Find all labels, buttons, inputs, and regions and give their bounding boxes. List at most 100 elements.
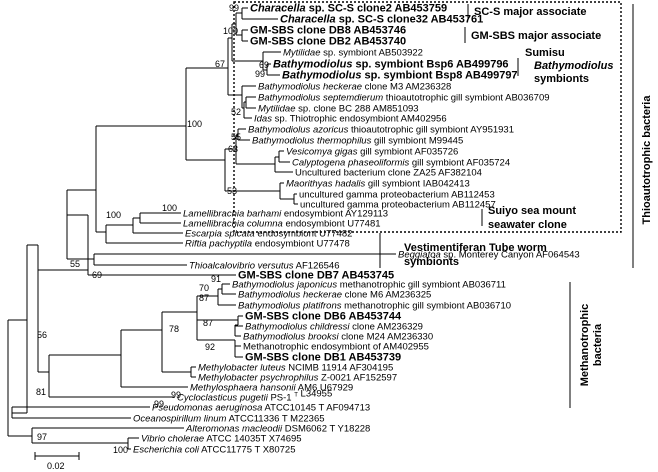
leaf-label-part: Characella xyxy=(280,14,336,26)
leaf-label-bsp8: Bathymodiolus sp. symbiont Bsp8 AB499797 xyxy=(282,70,518,82)
leaf-label-part: Uncultured bacterium clone ZA25 AF382104 xyxy=(295,168,482,179)
group-label-sumisu-2: Bathymodiolus xyxy=(534,60,613,72)
leaf-label-part: Escherichia coli xyxy=(133,445,200,456)
leaf-label-part: NCIMB 11914 AF304195 xyxy=(286,363,394,374)
leaf-label-part: Bathymodiolus childressi xyxy=(245,322,350,333)
leaf-label-pseu: Pseudomonas aeruginosa ATCC10145 T AF094… xyxy=(152,403,370,414)
leaf-label-part: Thioalcalovibrio versutus xyxy=(189,261,294,272)
bootstrap-value: 99 xyxy=(171,390,181,400)
leaf-label-myt1: Mytilidae sp. symbiont AB503922 xyxy=(283,48,423,59)
leaf-label-part: Bathymodiolus platifrons xyxy=(238,301,342,312)
group-label-vestimentiferan-1: Vestimentiferan Tube worm xyxy=(404,242,547,254)
bootstrap-value: 63 xyxy=(228,144,238,154)
leaf-label-char32: Characella sp. SC-S clone32 AB453761 xyxy=(280,14,483,26)
leaf-label-japo: Bathymodiolus japonicus methanotrophic g… xyxy=(232,280,506,291)
leaf-label-vibr: Vibrio cholerae ATCC 14035T X74695 xyxy=(141,434,302,445)
leaf-label-part: sp. SC-S clone32 AB453761 xyxy=(336,14,484,26)
leaf-label-part: GM-SBS clone DB6 AB453744 xyxy=(245,311,402,323)
leaf-label-alte: Alteromonas macleodii DSM6062 T Y18228 xyxy=(185,424,370,435)
leaf-label-part: sp. SC-S clone2 AB453759 xyxy=(306,3,447,15)
leaf-label-part: Bathymodiolus azoricus xyxy=(248,125,349,136)
group-label-sumisu-1: Sumisu xyxy=(525,47,565,59)
leaf-label-part: Mytilidae xyxy=(283,48,321,59)
leaf-label-part: gill symbiont AF035726 xyxy=(357,147,458,158)
bootstrap-value: 92 xyxy=(205,342,215,352)
leaf-label-chil: Bathymodiolus childressi clone AM236329 xyxy=(245,322,423,333)
leaf-label-part: ATCC10145 T AF094713 xyxy=(262,403,370,414)
leaf-label-azor: Bathymodiolus azoricus thioautotrophic g… xyxy=(248,125,514,136)
leaf-label-part: Alteromonas macleodii xyxy=(185,424,283,435)
leaf-label-barn: Lamellibrachia barhami endosymbiont AY12… xyxy=(183,209,388,220)
leaf-label-part: clone M24 AM236330 xyxy=(339,332,434,343)
leaf-label-ug2: uncultured gamma proteobacterium AB11245… xyxy=(300,200,496,211)
leaf-label-char2: Characella sp. SC-S clone2 AB453759 xyxy=(250,3,447,15)
leaf-label-maor: Maorithyas hadalis gill symbiont IAB0424… xyxy=(286,179,470,190)
leaf-label-part: Oceanospirillum linum xyxy=(133,414,227,425)
leaf-label-part: Bathymodiolus xyxy=(273,59,352,71)
bootstrap-value: 99 xyxy=(154,399,164,409)
thioautotrophic-cluster-box xyxy=(233,1,622,233)
group-label-suiyo-1: Suiyo sea mount xyxy=(488,205,576,217)
leaf-label-part: Methylobacter psychrophilus xyxy=(198,373,319,384)
leaf-label-part: Idas xyxy=(254,114,272,125)
leaf-label-part: Methanotrophic endosymbiont of AM402955 xyxy=(243,342,429,353)
group-label-sumisu-3: symbionts xyxy=(534,73,589,85)
bootstrap-value: 55 xyxy=(231,132,241,142)
leaf-label-part: Bathymodiolus thermophilus xyxy=(252,136,372,147)
group-label-scs: SC-S major associate xyxy=(474,6,587,18)
bootstrap-value: 55 xyxy=(70,259,80,269)
bootstrap-value: 97 xyxy=(37,432,47,442)
bootstrap-value: 52 xyxy=(231,107,241,117)
leaf-label-therm: Bathymodiolus thermophilus gill symbiont… xyxy=(252,136,463,147)
leaf-label-part: Bathymodiolus japonicus xyxy=(232,280,337,291)
bootstrap-value: 69 xyxy=(92,270,102,280)
tree-branches xyxy=(7,7,396,450)
group-label-vestimentiferan-2: symbionts xyxy=(404,256,459,268)
leaf-label-part: AF126546 xyxy=(294,261,340,272)
bootstrap-value: 81 xyxy=(36,387,46,397)
leaf-label-part: uncultured gamma proteobacterium AB11245… xyxy=(300,200,496,211)
leaf-label-part: Mytilidae xyxy=(258,104,296,115)
bootstrap-value: 69 xyxy=(259,60,269,70)
leaf-label-thio: Thioalcalovibrio versutus AF126546 xyxy=(189,261,340,272)
leaf-label-db8: GM-SBS clone DB8 AB453746 xyxy=(250,25,406,37)
leaf-label-idas: Idas sp. Thiotrophic endosymbiont AM4029… xyxy=(254,114,447,125)
group-annotations: SC-S major associate GM-SBS major associ… xyxy=(379,4,653,408)
leaf-label-part: GM-SBS clone DB8 AB453746 xyxy=(250,25,406,37)
leaf-label-part: sp. symbiont Bsp6 AB499796 xyxy=(352,59,508,71)
leaf-label-part: methanotrophic gill symbiont AB036711 xyxy=(337,280,506,291)
leaf-label-part: PS-1 xyxy=(268,393,294,404)
leaf-label-part: Escarpia spicata xyxy=(185,229,255,240)
leaf-label-mpsy: Methylobacter psychrophilus Z-0021 AF152… xyxy=(198,373,397,384)
bootstrap-value: 100 xyxy=(162,203,177,213)
bootstrap-value: 99 xyxy=(255,69,265,79)
leaf-label-mlut: Methylobacter luteus NCIMB 11914 AF30419… xyxy=(198,363,393,374)
leaf-label-part: AM6 U67929 xyxy=(296,383,354,394)
bootstrap-value: 67 xyxy=(215,59,225,69)
bootstrap-value: 100 xyxy=(113,445,128,455)
leaf-label-vesi: Vesicomya gigas gill symbiont AF035726 xyxy=(286,147,458,158)
bootstrap-value: 87 xyxy=(203,318,213,328)
leaf-label-part: gill symbiont IAB042413 xyxy=(365,179,470,190)
leaf-label-mhan: Methylosphaera hansonii AM6 U67929 xyxy=(190,383,353,394)
leaf-label-part: ATCC 14035T X74695 xyxy=(204,434,301,445)
leaf-label-part: ATCC11775 T X80725 xyxy=(199,445,295,456)
leaf-label-part: Riftia pachyptila xyxy=(185,239,252,250)
leaf-label-part: Bathymodiolus septemdierum xyxy=(258,93,383,104)
bootstrap-value: 78 xyxy=(169,324,179,334)
leaf-label-part: Cycloclasticus pugetii xyxy=(177,393,269,404)
leaf-label-part: methanotrophic gill symbiont AB036710 xyxy=(342,301,512,312)
leaf-label-part: clone M6 AM236325 xyxy=(342,290,431,301)
bootstrap-value: 53 xyxy=(227,186,237,196)
leaf-label-part: uncultured gamma proteobacterium AB11245… xyxy=(299,190,495,201)
leaf-label-part: GM-SBS clone DB2 AB453740 xyxy=(250,36,406,48)
leaf-label-db1: GM-SBS clone DB1 AB453739 xyxy=(245,352,401,364)
leaf-label-esch: Escherichia coli ATCC11775 T X80725 xyxy=(133,445,295,456)
leaf-label-meth: Methanotrophic endosymbiont of AM402955 xyxy=(243,342,429,353)
leaf-label-part: Maorithyas hadalis xyxy=(286,179,365,190)
leaf-label-part: clone AM236329 xyxy=(350,322,423,333)
group-label-thioautotrophic: Thioautotrophic bacteria xyxy=(641,95,653,225)
tree-leaf-labels: Characella sp. SC-S clone2 AB453759Chara… xyxy=(133,3,580,456)
